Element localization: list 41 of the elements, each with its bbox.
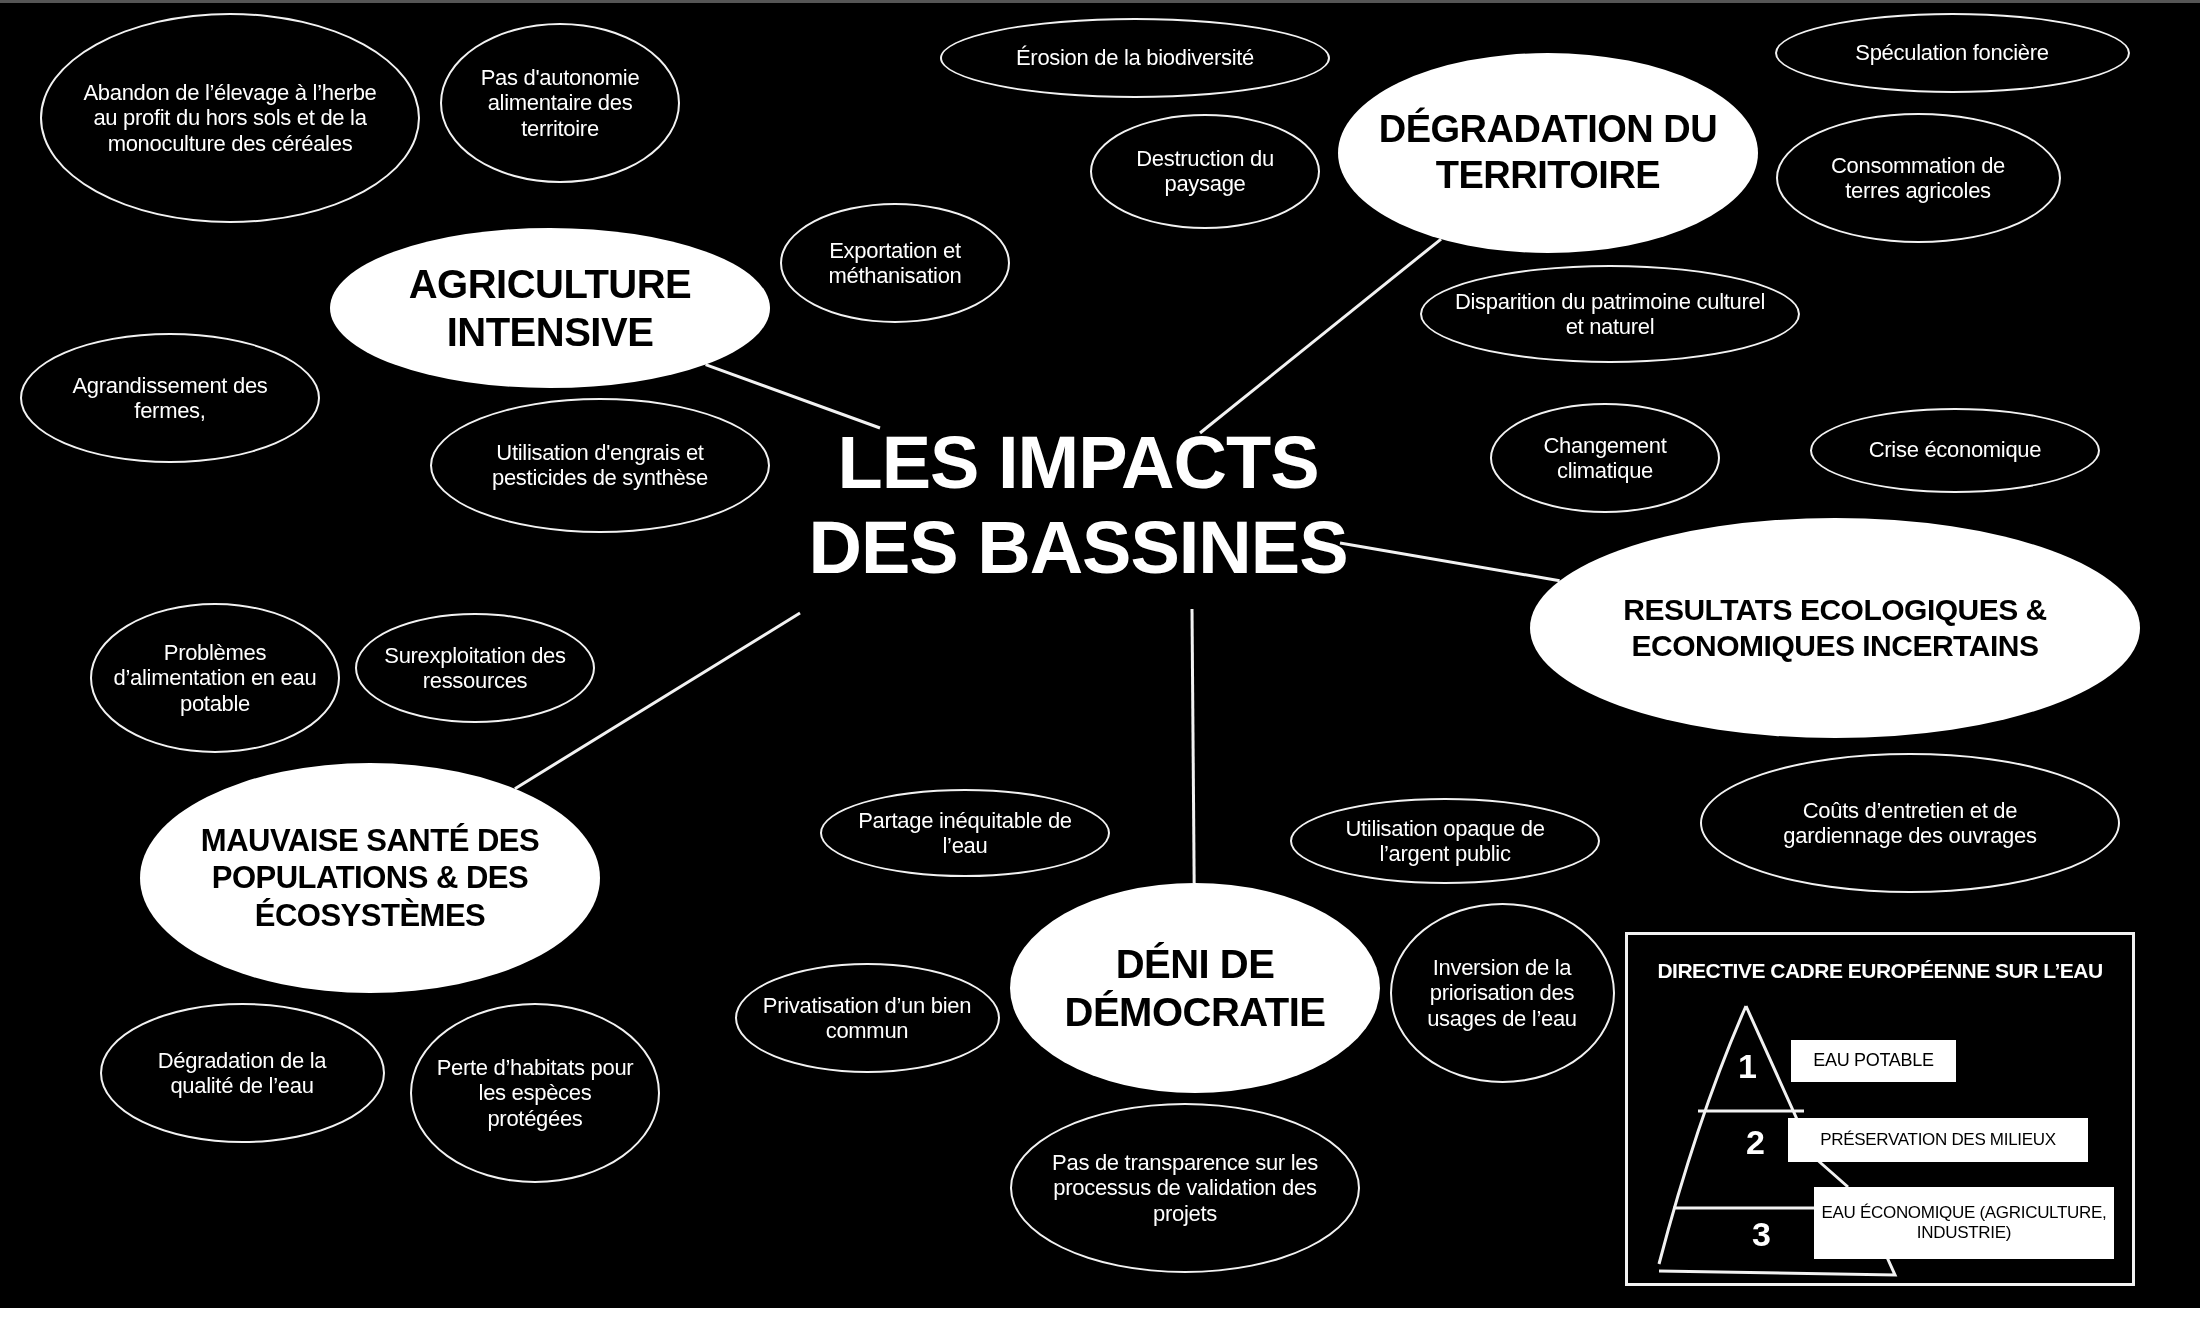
impact-text: Dégradation de la qualité de l’eau (156, 1047, 328, 1099)
priority-label: EAU POTABLE (1791, 1040, 1956, 1082)
tier-number: 1 (1738, 1049, 1757, 1083)
impact-text: Pas d'autonomie alimentaire des territoire (479, 65, 641, 141)
impact-text: Surexploitation des ressources (383, 642, 567, 694)
impact-text: Inversion de la priorisation des usages de l’eau (1426, 955, 1578, 1031)
topic-heading: DÉNI DE DÉMOCRATIE (1063, 941, 1327, 1036)
impact-text: Partage inéquitable de l’eau (857, 807, 1073, 859)
tier-number: 2 (1746, 1125, 1765, 1159)
impact-text: Privatisation d’un bien commun (761, 992, 973, 1044)
impact-text: Crise économique (1867, 437, 2043, 463)
impact-text: Disparition du patrimoine culturel et naturel (1453, 288, 1767, 340)
impact-text: Pas de transparence sur les processus de validation des projets (1051, 1150, 1319, 1226)
impact-text: Abandon de l’élevage à l’herbe au profit du hors sols et de la monoculture des céréales (82, 80, 378, 156)
impact-text: Agrandissement des fermes, (71, 372, 269, 424)
impact-text: Changement climatique (1542, 432, 1668, 484)
impact-text: Destruction du paysage (1135, 145, 1275, 197)
connector-line (1339, 541, 1560, 583)
connector-line (1199, 237, 1442, 435)
topic-heading: DÉGRADATION DU TERRITOIRE (1377, 107, 1719, 198)
impact-text: Consommation de terres agricoles (1829, 152, 2006, 204)
impact-text: Coûts d’entretien et de gardiennage des ouvrages (1782, 797, 2038, 849)
impact-text: Érosion de la biodiversité (1015, 45, 1255, 71)
central-topic-text: LES IMPACTS DES BASSINES (788, 420, 1368, 591)
directive-panel (1625, 932, 2135, 1286)
topic-heading: MAUVAISE SANTÉ DES POPULATIONS & DES ÉCOSYSTÈMES (199, 822, 541, 934)
connector-line (1190, 609, 1196, 883)
topic-heading: RESULTATS ECOLOGIQUES & ECONOMIQUES INCERTAINS (1622, 592, 2048, 664)
connector-line (705, 363, 881, 430)
impact-text: Utilisation d'engrais et pesticides de synthèse (491, 439, 709, 491)
impact-text: Problèmes d’alimentation en eau potable (112, 640, 318, 716)
tier-number: 3 (1752, 1217, 1771, 1251)
priority-label: PRÉSERVATION DES MILIEUX (1788, 1118, 2088, 1162)
impact-text: Utilisation opaque de l’argent public (1344, 815, 1546, 867)
impact-text: Exportation et méthanisation (827, 237, 963, 289)
connector-line (514, 611, 801, 790)
impact-text: Spéculation foncière (1854, 40, 2050, 66)
topic-heading: AGRICULTURE INTENSIVE (407, 261, 693, 356)
priority-label: EAU ÉCONOMIQUE (AGRICULTURE, INDUSTRIE) (1814, 1187, 2114, 1259)
impact-text: Perte d’habitats pour les espèces protégées (435, 1055, 635, 1131)
panel-title: DIRECTIVE CADRE EUROPÉENNE SUR L’EAU (1656, 959, 2104, 983)
